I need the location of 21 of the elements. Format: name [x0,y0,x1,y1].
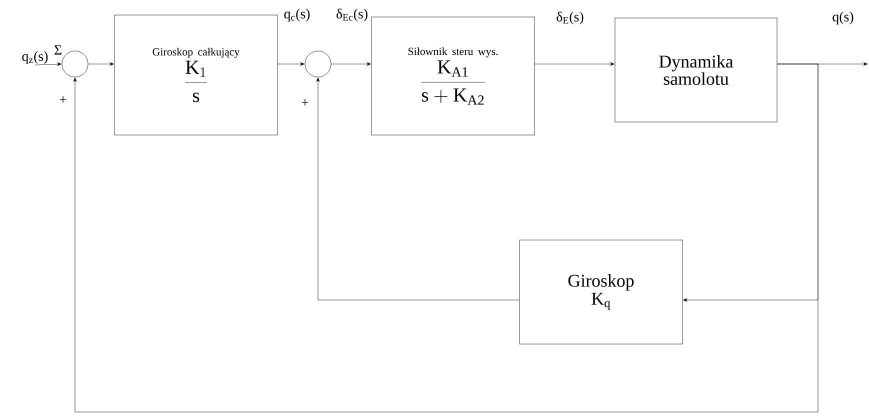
signal-label: q$_{c}$(s) [284,8,310,22]
arrow [534,62,614,66]
sign-label: + [60,96,66,103]
sum-symbol: Σ [54,45,62,55]
signal-label: δ$_{E}$(s) [556,12,584,24]
arrow [316,78,520,300]
arrow [73,64,818,412]
arrow [278,62,304,66]
arrow [331,62,371,66]
arrow [34,62,62,66]
transfer-function-block: Siłownik steru wys. $\frac{\mathrm{K}_{\mathrm{A1}}}{\mathrm{s}+\mathrm{K}_{\mathrm{A2}}}$ [371,16,535,136]
signal-label: q$_{z}$(s) [22,51,48,64]
transfer-function-block: Giroskop całkujący $\frac{\mathrm{K}_1}{\mathrm{s}}$ [114,14,278,136]
signal-label: q(s) [832,12,854,24]
signal-label: δ$_{Ec}$(s) [336,8,368,22]
summing-junction [304,50,332,78]
transfer-function-block: Giroskop $\mathrm{K}_{\mathrm{q}}$ [519,240,683,344]
transfer-function-block: Dynamika samolotu [614,18,778,122]
arrow [88,62,114,66]
summing-junction [62,50,88,78]
sign-label: + [302,99,308,106]
